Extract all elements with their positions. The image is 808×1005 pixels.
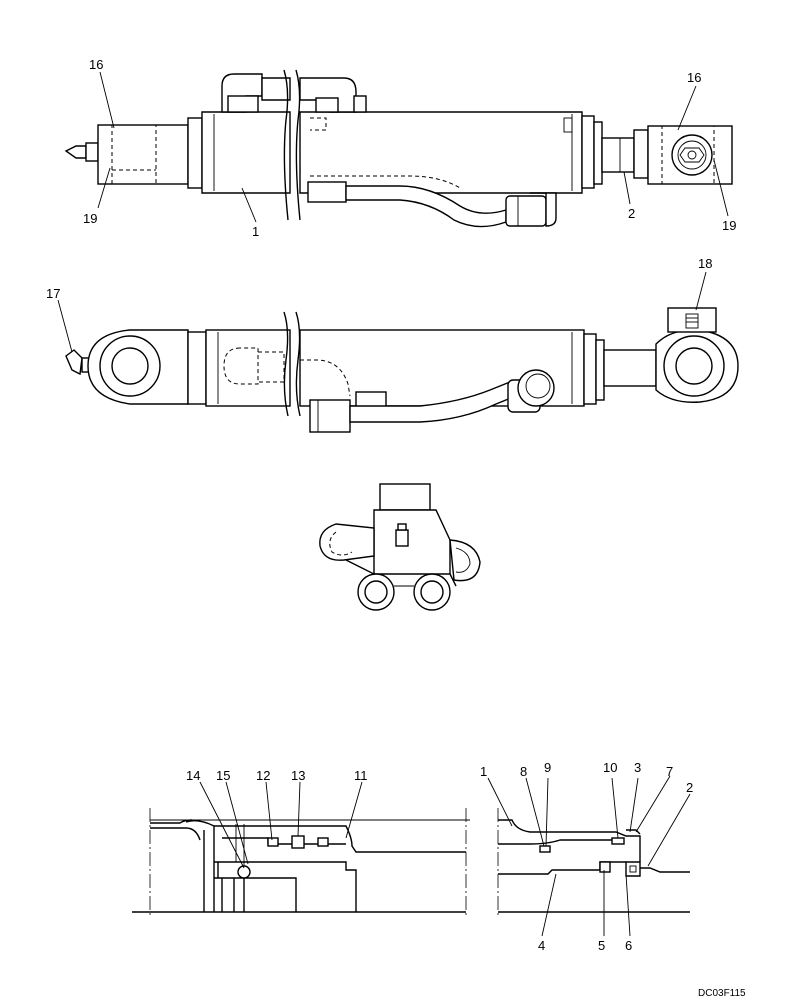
- elbow-fitting-top: [221, 73, 291, 113]
- rod-end-housing-left: [97, 124, 189, 185]
- rod-eye-right: [655, 329, 739, 403]
- callout-9: 9: [544, 760, 551, 775]
- callout-2-detail: 2: [686, 780, 693, 795]
- leader-lines: [57, 71, 729, 937]
- elbow-fitting-middle: [507, 369, 555, 413]
- grease-fitting-18: [667, 307, 717, 333]
- callout-14: 14: [186, 768, 200, 783]
- callout-1-top: 1: [252, 224, 259, 239]
- callout-11: 11: [354, 768, 368, 783]
- callout-5: 5: [598, 938, 605, 953]
- callout-1-detail: 1: [480, 764, 487, 779]
- callout-19-left: 19: [83, 211, 97, 226]
- detail-piston-section: [132, 808, 470, 916]
- callout-13: 13: [291, 768, 305, 783]
- cylinder-end-view: [319, 483, 481, 611]
- callout-19-right: 19: [722, 218, 736, 233]
- callout-12: 12: [256, 768, 270, 783]
- callout-17: 17: [46, 286, 60, 301]
- grease-fitting: [64, 142, 99, 162]
- cylinder-side-view: [64, 69, 733, 228]
- piston-rod: [601, 137, 635, 173]
- callout-labels: 16 19 1 16 2 19 17 18 14 15 12 13 11 1 8…: [46, 57, 746, 999]
- elbow-fitting-bottom: [505, 192, 557, 227]
- callout-10: 10: [603, 760, 617, 775]
- detail-gland-section: [497, 808, 690, 916]
- cylinder-top-view: [65, 307, 739, 433]
- callout-7: 7: [666, 764, 673, 779]
- callout-4: 4: [538, 938, 545, 953]
- callout-15: 15: [216, 768, 230, 783]
- rod-eye-left: [87, 329, 189, 405]
- callout-3: 3: [634, 760, 641, 775]
- callout-8: 8: [520, 764, 527, 779]
- callout-16-right: 16: [687, 70, 701, 85]
- callout-6: 6: [625, 938, 632, 953]
- figure-reference: DC03F115: [698, 988, 746, 999]
- grease-fitting-17: [65, 349, 91, 376]
- callout-2-top: 2: [628, 206, 635, 221]
- callout-18: 18: [698, 256, 712, 271]
- rod-end-housing-right: [647, 125, 733, 185]
- callout-16-left: 16: [89, 57, 103, 72]
- pipe-block: [309, 399, 351, 433]
